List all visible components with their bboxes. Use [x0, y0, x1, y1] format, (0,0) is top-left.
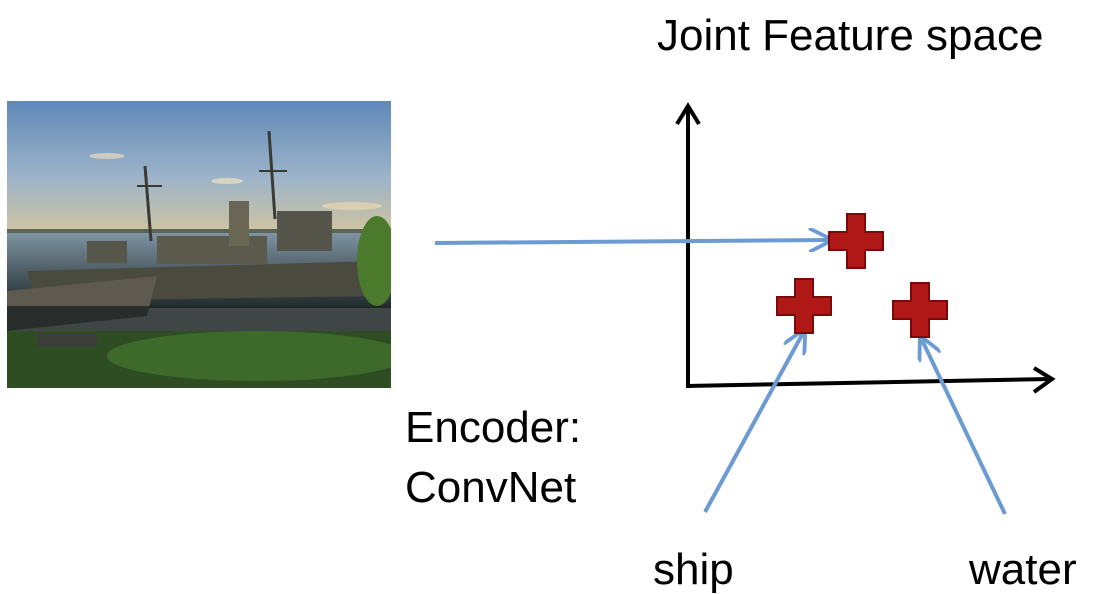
encoder-label-line2: ConvNet [405, 463, 577, 512]
diagram-title: Joint Feature space [657, 11, 1044, 60]
y-axis-arrowhead-icon [675, 102, 701, 126]
word-label-water: water [969, 545, 1077, 594]
water-arrow [922, 340, 1007, 515]
plus-marker-icon [776, 278, 832, 334]
ship-embedding-marker [776, 278, 832, 334]
water-embedding-marker [892, 282, 948, 338]
plus-marker-icon [828, 213, 884, 269]
ship-arrow [703, 333, 803, 513]
encoder-arrow [434, 240, 828, 243]
word-label-ship: ship [653, 545, 734, 594]
x-axis [685, 366, 1056, 394]
y-axis [675, 102, 701, 388]
image-embedding-marker [828, 213, 884, 269]
encoder-label-line1: Encoder: [405, 403, 582, 452]
ship-photo [7, 101, 391, 388]
x-axis-arrowhead-icon [1032, 366, 1056, 394]
plus-marker-icon [892, 282, 948, 338]
